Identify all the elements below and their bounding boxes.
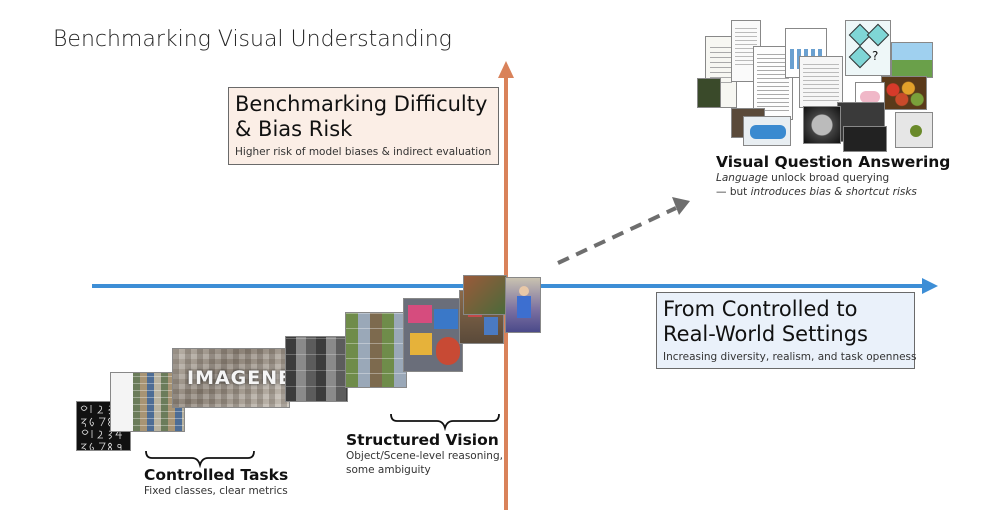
realworld-box-subtitle: Increasing diversity, realism, and task … (663, 351, 917, 363)
vqa-label: Visual Question Answering Language unloc… (716, 153, 950, 199)
realworld-box-title-line1: From Controlled to (663, 297, 858, 321)
photo-collage-image-1 (285, 336, 348, 402)
difficulty-box-subtitle: Higher risk of model biases & indirect e… (235, 146, 492, 158)
vqa-subtitle-line2: — but introduces bias & shortcut risks (716, 185, 950, 199)
vqa-diagram-image: ? (845, 20, 891, 76)
difficulty-bias-box: Benchmarking Difficulty & Bias Risk High… (228, 87, 499, 165)
vqa-gauge-image (843, 126, 887, 152)
vqa-line1-rest: unlock broad querying (767, 172, 890, 184)
vqa-doc-image-4 (799, 56, 843, 108)
brace-controlled-tasks (145, 450, 255, 469)
segmentation-image (403, 298, 463, 372)
realworld-box: From Controlled to Real-World Settings I… (656, 292, 917, 369)
vqa-title: Visual Question Answering (716, 153, 951, 171)
vqa-world-map-image (743, 116, 791, 146)
realworld-box-title-line2: Real-World Settings (663, 322, 868, 346)
structured-vision-label: Structured Vision Object/Scene-level rea… (346, 431, 503, 477)
vqa-line2-prefix: — but (716, 186, 751, 198)
controlled-tasks-subtitle: Fixed classes, clear metrics (144, 485, 288, 497)
dashed-arrowhead (672, 197, 690, 215)
vqa-subtitle-line1: Language unlock broad querying (716, 171, 950, 185)
imagenet-image: IMAGENET (172, 348, 290, 408)
scene-collage-image-3 (463, 275, 507, 315)
vqa-ct-scan-image (803, 106, 841, 144)
controlled-tasks-label: Controlled Tasks Fixed classes, clear me… (144, 466, 288, 498)
horizontal-axis-arrowhead (922, 278, 938, 294)
difficulty-box-title-line2: & Bias Risk (235, 117, 353, 141)
vqa-fruit-image (881, 76, 927, 110)
vqa-line2-italic: introduces bias & shortcut risks (750, 186, 917, 198)
vqa-map-image (891, 42, 933, 78)
vqa-photo-image-1 (697, 78, 721, 108)
vqa-collage: ? (695, 18, 940, 152)
brace-structured-vision (390, 413, 500, 432)
imagenet-logo: IMAGENET (187, 367, 289, 389)
people-scene-image (505, 277, 541, 333)
dashed-arrow-to-vqa (557, 206, 677, 265)
cifar-grid-image (110, 372, 185, 432)
structured-vision-title: Structured Vision (346, 431, 499, 449)
structured-vision-subtitle-line1: Object/Scene-level reasoning, (346, 450, 503, 462)
vqa-bug-image (895, 112, 933, 148)
controlled-tasks-title: Controlled Tasks (144, 466, 289, 484)
scene-collage-image-1 (345, 312, 407, 388)
vertical-axis-arrowhead (498, 61, 514, 78)
difficulty-box-title-line1: Benchmarking Difficulty (235, 92, 488, 116)
vqa-line1-italic: Language (716, 172, 768, 184)
page-title: Benchmarking Visual Understanding (53, 27, 452, 52)
structured-vision-subtitle-line2: some ambiguity (346, 464, 431, 476)
